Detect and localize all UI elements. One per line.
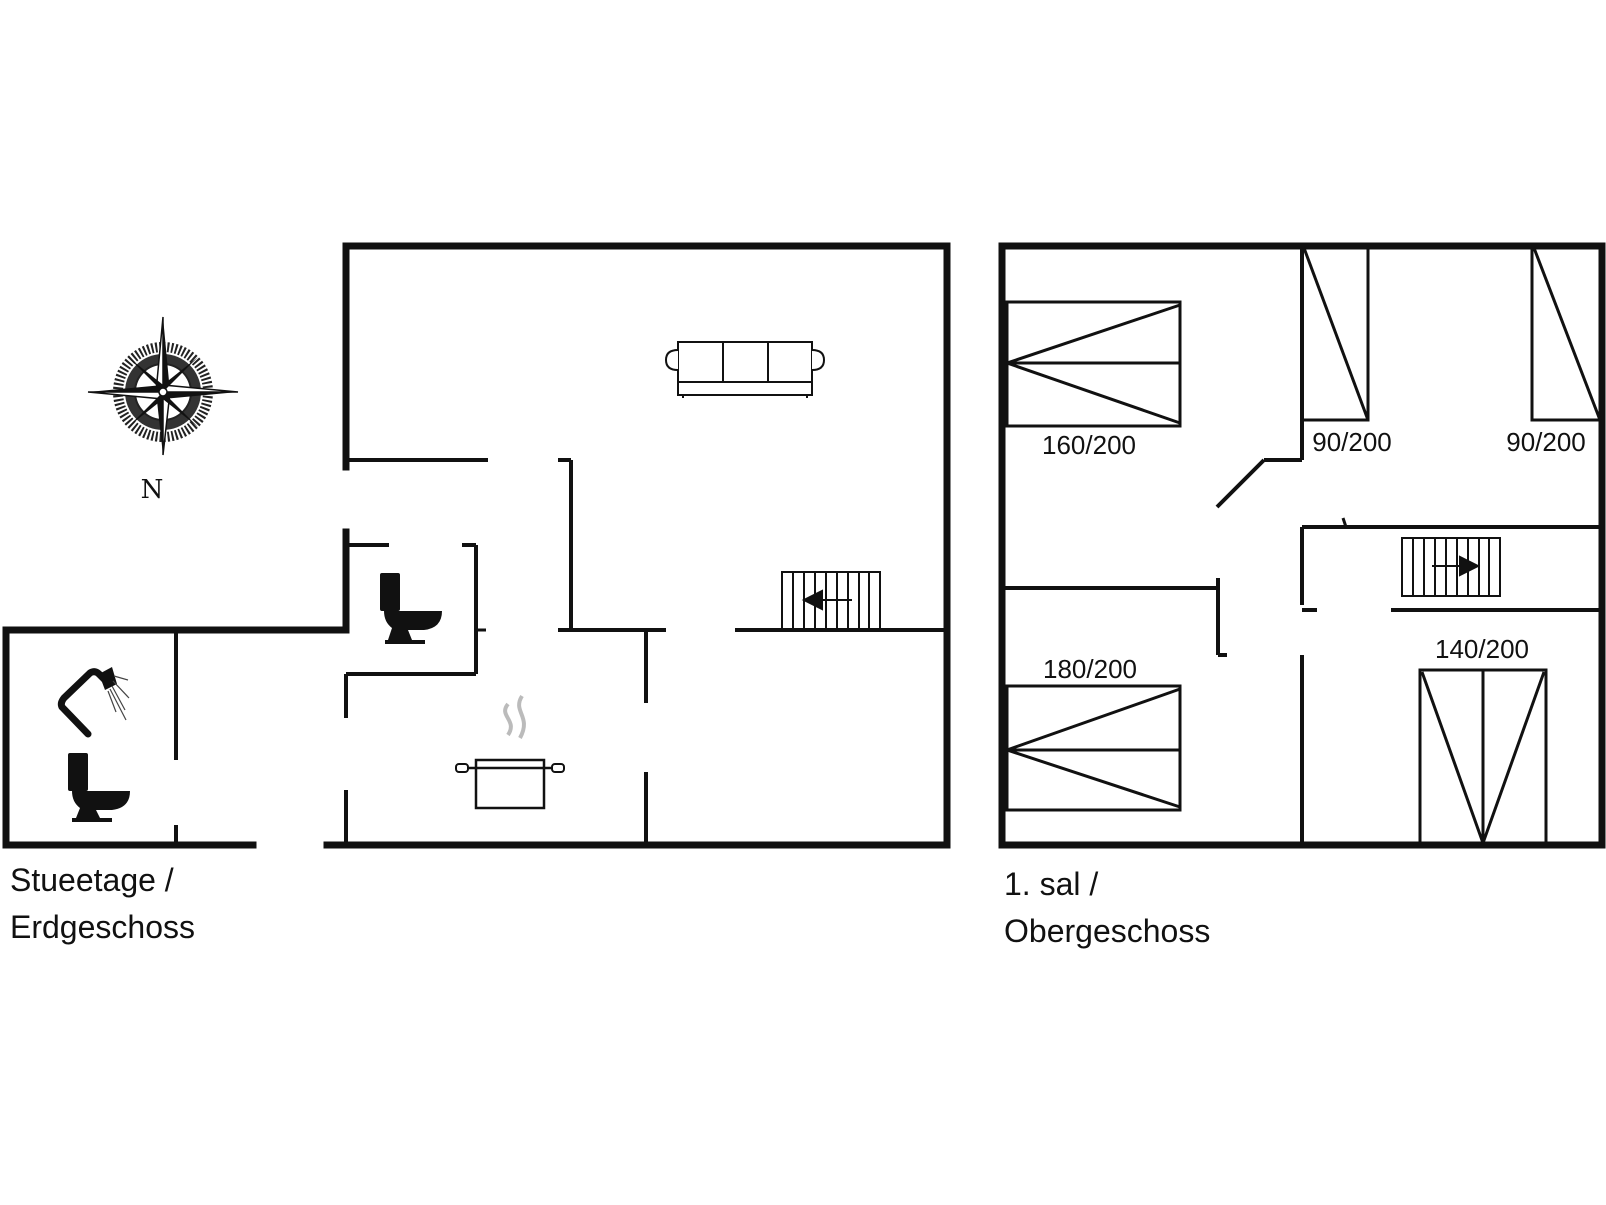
bed-icon — [1005, 684, 1182, 812]
toilet-icon — [68, 753, 130, 822]
bed-size-label: 180/200 — [1043, 654, 1137, 684]
upper-floor-label-2: Obergeschoss — [1004, 913, 1210, 949]
bed-icon — [1005, 300, 1182, 428]
shower-icon — [57, 667, 130, 738]
ground-floor-label: Stueetage / — [10, 862, 174, 898]
bed-icon — [1418, 668, 1548, 847]
sofa-icon — [664, 341, 826, 398]
bed-icon — [1530, 244, 1604, 422]
north-label: N — [141, 475, 164, 505]
cooking-pot-icon — [455, 694, 565, 810]
stairs-icon — [1401, 537, 1501, 597]
compass-icon: N — [87, 316, 239, 505]
upper-floor-label: 1. sal / — [1004, 866, 1098, 902]
stairs-icon — [781, 571, 881, 631]
bed-size-label: 160/200 — [1042, 430, 1136, 460]
toilet-icon — [380, 573, 442, 644]
bed-size-label: 90/200 — [1312, 427, 1392, 457]
ground-floor-label-2: Erdgeschoss — [10, 909, 195, 945]
bed-size-label: 90/200 — [1506, 427, 1586, 457]
bed-icon — [1300, 244, 1370, 422]
bed-size-label: 140/200 — [1435, 634, 1529, 664]
ground-floor-walls — [2, 242, 951, 849]
